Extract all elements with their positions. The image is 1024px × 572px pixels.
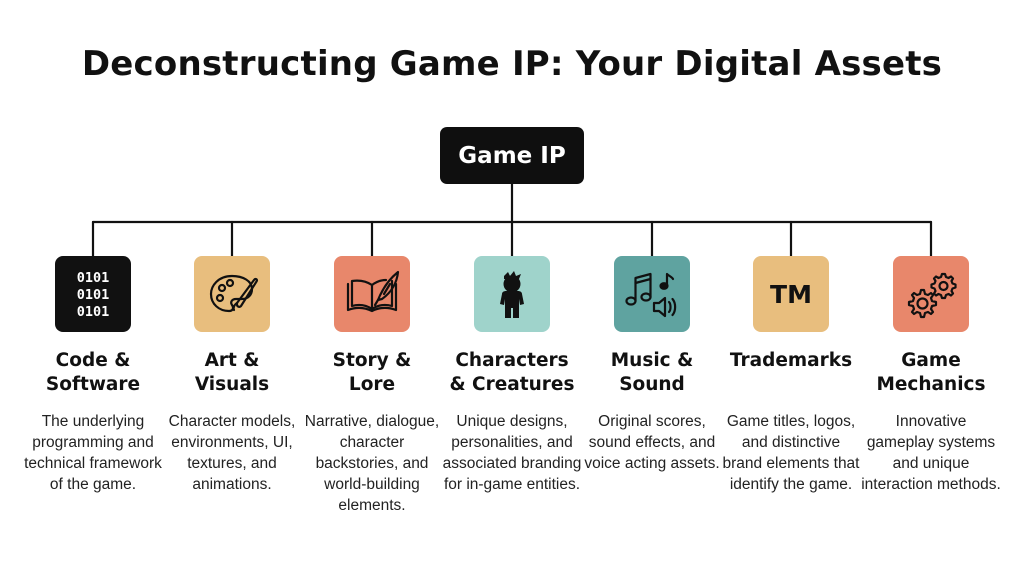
category-title: Code & Software bbox=[45, 350, 141, 395]
category-description: Original scores, sound effects, and voic… bbox=[584, 413, 720, 472]
category-game-mechanics: Game Mechanics Innovative gameplay syste… bbox=[861, 256, 1001, 495]
category-description: The underlying programming and technical… bbox=[24, 413, 162, 493]
trademark-icon: TM bbox=[753, 256, 829, 332]
category-characters-creatures: Characters & Creatures Unique designs, p… bbox=[442, 256, 582, 495]
category-title: Characters & Creatures bbox=[449, 350, 575, 395]
character-figure-icon bbox=[474, 256, 550, 332]
category-description: Innovative gameplay systems and unique i… bbox=[861, 413, 1001, 493]
category-music-sound: Music & Sound Original scores, sound eff… bbox=[582, 256, 722, 474]
binary-code-icon: 0101 0101 0101 bbox=[55, 256, 131, 332]
trademark-symbol-text: TM bbox=[770, 279, 812, 309]
book-quill-icon bbox=[334, 256, 410, 332]
category-description: Game titles, logos, and distinctive bran… bbox=[722, 413, 860, 493]
category-title: Game Mechanics bbox=[876, 350, 986, 395]
gears-icon bbox=[893, 256, 969, 332]
binary-row-1: 0101 bbox=[77, 270, 110, 286]
category-description: Narrative, dialogue, character backstori… bbox=[304, 413, 440, 514]
category-title: Art & Visuals bbox=[194, 350, 270, 395]
category-title: Story & Lore bbox=[332, 350, 412, 395]
game-ip-root-node: Game IP bbox=[440, 127, 584, 184]
music-notes-speaker-icon bbox=[614, 256, 690, 332]
category-title: Music & Sound bbox=[610, 350, 694, 395]
palette-brush-icon bbox=[194, 256, 270, 332]
category-description: Unique designs, personalities, and assoc… bbox=[442, 413, 582, 493]
binary-row-3: 0101 bbox=[77, 304, 110, 320]
category-description: Character models, environments, UI, text… bbox=[168, 413, 296, 493]
binary-row-2: 0101 bbox=[77, 287, 110, 303]
category-code-software: 0101 0101 0101 Code & Software The under… bbox=[23, 256, 163, 495]
category-story-lore: Story & Lore Narrative, dialogue, charac… bbox=[302, 256, 442, 516]
category-title: Trademarks bbox=[729, 350, 853, 371]
category-art-visuals: Art & Visuals Character models, environm… bbox=[162, 256, 302, 495]
category-trademarks: TM Trademarks Game titles, logos, and di… bbox=[721, 256, 861, 495]
page-title: Deconstructing Game IP: Your Digital Ass… bbox=[81, 44, 943, 84]
